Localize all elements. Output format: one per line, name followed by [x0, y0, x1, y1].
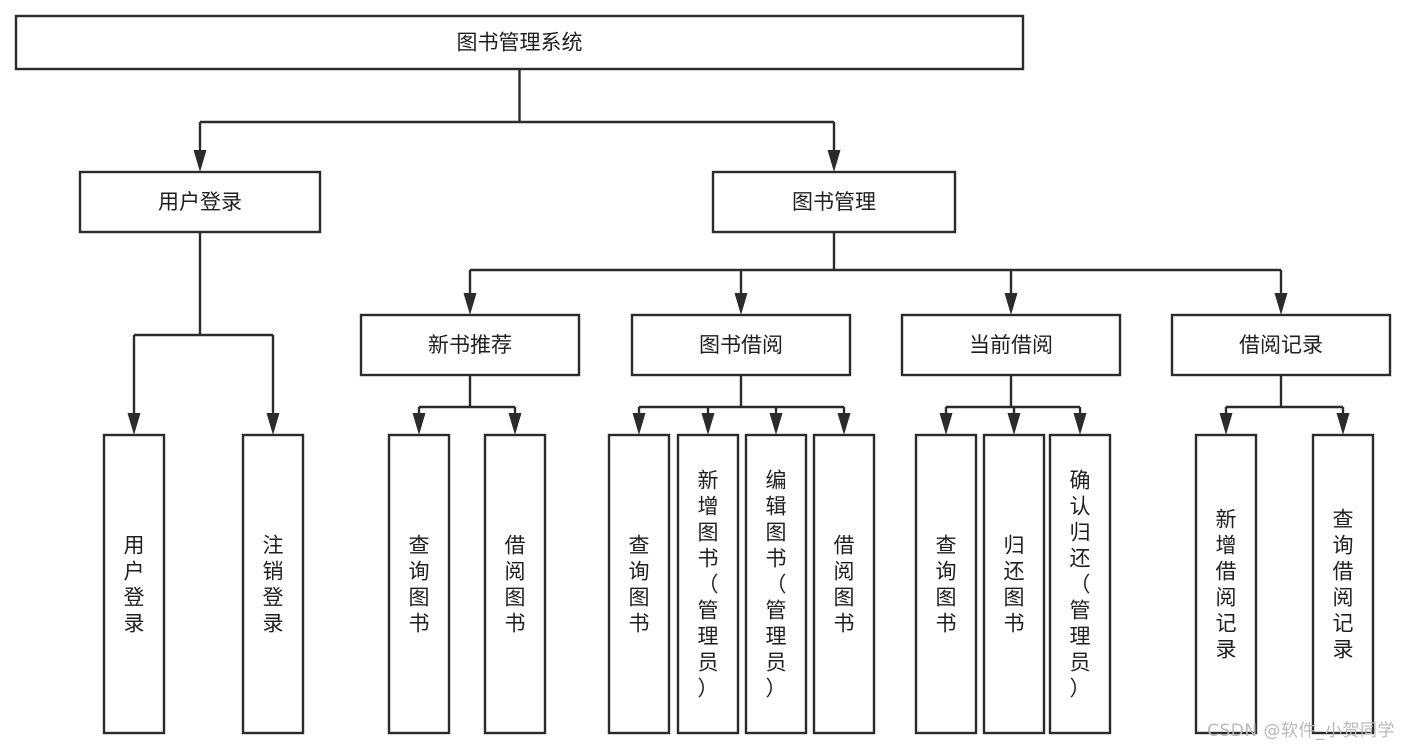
- node-leaf-borrow-book-1[interactable]: 借阅图书: [483, 433, 547, 735]
- node-label: 借阅图书: [505, 533, 526, 635]
- arrow-head-icon: [827, 150, 841, 172]
- node-leaf-query-book-3[interactable]: 查询图书: [914, 433, 978, 735]
- node-label: 新增借阅记录: [1216, 507, 1237, 661]
- node-label: 图书管理系统: [457, 31, 583, 55]
- arrow-head-icon: [1073, 413, 1087, 435]
- connector-group-root: [193, 69, 841, 172]
- node-label: 图书借阅: [699, 333, 783, 357]
- node-label: 用户登录: [158, 190, 242, 214]
- node-leaf-add-book[interactable]: 新增图书（管理员）: [676, 433, 740, 735]
- node-box[interactable]: [102, 433, 166, 735]
- node-label: 当前借阅: [969, 333, 1053, 357]
- arrow-head-icon: [508, 413, 522, 435]
- node-box[interactable]: [387, 433, 451, 735]
- connector-group-book-borrow: [632, 375, 851, 435]
- node-box[interactable]: [914, 433, 978, 735]
- node-box[interactable]: [1048, 433, 1112, 735]
- node-label: 归还图书: [1004, 533, 1025, 635]
- arrow-head-icon: [193, 150, 207, 172]
- node-new-book-rec[interactable]: 新书推荐: [359, 313, 581, 377]
- node-label: 查询借阅记录: [1333, 507, 1354, 661]
- node-label: 查询图书: [936, 533, 957, 635]
- node-layer: 图书管理系统用户登录图书管理新书推荐图书借阅当前借阅借阅记录用户登录注销登录查询…: [14, 14, 1392, 735]
- node-leaf-return-book[interactable]: 归还图书: [982, 433, 1046, 735]
- arrow-head-icon: [127, 413, 141, 435]
- node-box[interactable]: [982, 433, 1046, 735]
- node-box[interactable]: [711, 170, 957, 234]
- arrow-head-icon: [632, 413, 646, 435]
- node-leaf-logout[interactable]: 注销登录: [241, 433, 305, 735]
- arrow-head-icon: [463, 293, 477, 315]
- node-label: 借阅记录: [1239, 333, 1323, 357]
- connector-group-current-borrow: [939, 375, 1087, 435]
- arrow-head-icon: [1219, 413, 1233, 435]
- node-leaf-query-book-2[interactable]: 查询图书: [607, 433, 671, 735]
- node-leaf-confirm-return[interactable]: 确认归还（管理员）: [1048, 433, 1112, 735]
- arrow-head-icon: [1004, 293, 1018, 315]
- node-box[interactable]: [900, 313, 1122, 377]
- node-box[interactable]: [1170, 313, 1392, 377]
- connector-layer: [127, 69, 1350, 435]
- node-label: 注销登录: [263, 533, 284, 635]
- arrow-head-icon: [412, 413, 426, 435]
- node-book-manage[interactable]: 图书管理: [711, 170, 957, 234]
- node-label: 新书推荐: [428, 333, 512, 357]
- connector-group-book-manage: [463, 232, 1288, 315]
- arrow-head-icon: [1007, 413, 1021, 435]
- node-label: 新增图书（管理员）: [698, 468, 719, 700]
- connector-group-new-book-rec: [412, 375, 522, 435]
- node-label: 用户登录: [124, 533, 145, 635]
- connector-group-borrow-record: [1219, 375, 1350, 435]
- arrow-head-icon: [734, 293, 748, 315]
- connector-group-user-login: [127, 232, 280, 435]
- node-box[interactable]: [241, 433, 305, 735]
- node-box[interactable]: [812, 433, 876, 735]
- node-label: 借阅图书: [834, 533, 855, 635]
- arrow-head-icon: [837, 413, 851, 435]
- node-box[interactable]: [607, 433, 671, 735]
- node-label: 编辑图书（管理员）: [766, 468, 787, 700]
- node-leaf-edit-book[interactable]: 编辑图书（管理员）: [744, 433, 808, 735]
- node-leaf-borrow-book-2[interactable]: 借阅图书: [812, 433, 876, 735]
- node-box[interactable]: [483, 433, 547, 735]
- arrow-head-icon: [939, 413, 953, 435]
- node-box[interactable]: [630, 313, 852, 377]
- node-leaf-user-login[interactable]: 用户登录: [102, 433, 166, 735]
- node-box[interactable]: [1194, 433, 1258, 735]
- arrow-head-icon: [701, 413, 715, 435]
- node-box[interactable]: [744, 433, 808, 735]
- node-current-borrow[interactable]: 当前借阅: [900, 313, 1122, 377]
- node-box[interactable]: [359, 313, 581, 377]
- node-box[interactable]: [14, 14, 1025, 71]
- node-box[interactable]: [676, 433, 740, 735]
- node-borrow-record[interactable]: 借阅记录: [1170, 313, 1392, 377]
- node-leaf-query-book-1[interactable]: 查询图书: [387, 433, 451, 735]
- arrow-head-icon: [769, 413, 783, 435]
- node-label: 图书管理: [792, 190, 876, 214]
- node-leaf-add-record[interactable]: 新增借阅记录: [1194, 433, 1258, 735]
- arrow-head-icon: [1274, 293, 1288, 315]
- node-label: 确认归还（管理员）: [1070, 468, 1091, 700]
- node-book-borrow[interactable]: 图书借阅: [630, 313, 852, 377]
- node-box[interactable]: [78, 170, 322, 234]
- node-label: 查询图书: [409, 533, 430, 635]
- node-label: 查询图书: [629, 533, 650, 635]
- arrow-head-icon: [266, 413, 280, 435]
- node-leaf-query-record[interactable]: 查询借阅记录: [1311, 433, 1375, 735]
- node-user-login[interactable]: 用户登录: [78, 170, 322, 234]
- node-box[interactable]: [1311, 433, 1375, 735]
- node-root[interactable]: 图书管理系统: [14, 14, 1025, 71]
- arrow-head-icon: [1336, 413, 1350, 435]
- csdn-watermark: CSDN @软件_小贺同学: [1207, 721, 1395, 741]
